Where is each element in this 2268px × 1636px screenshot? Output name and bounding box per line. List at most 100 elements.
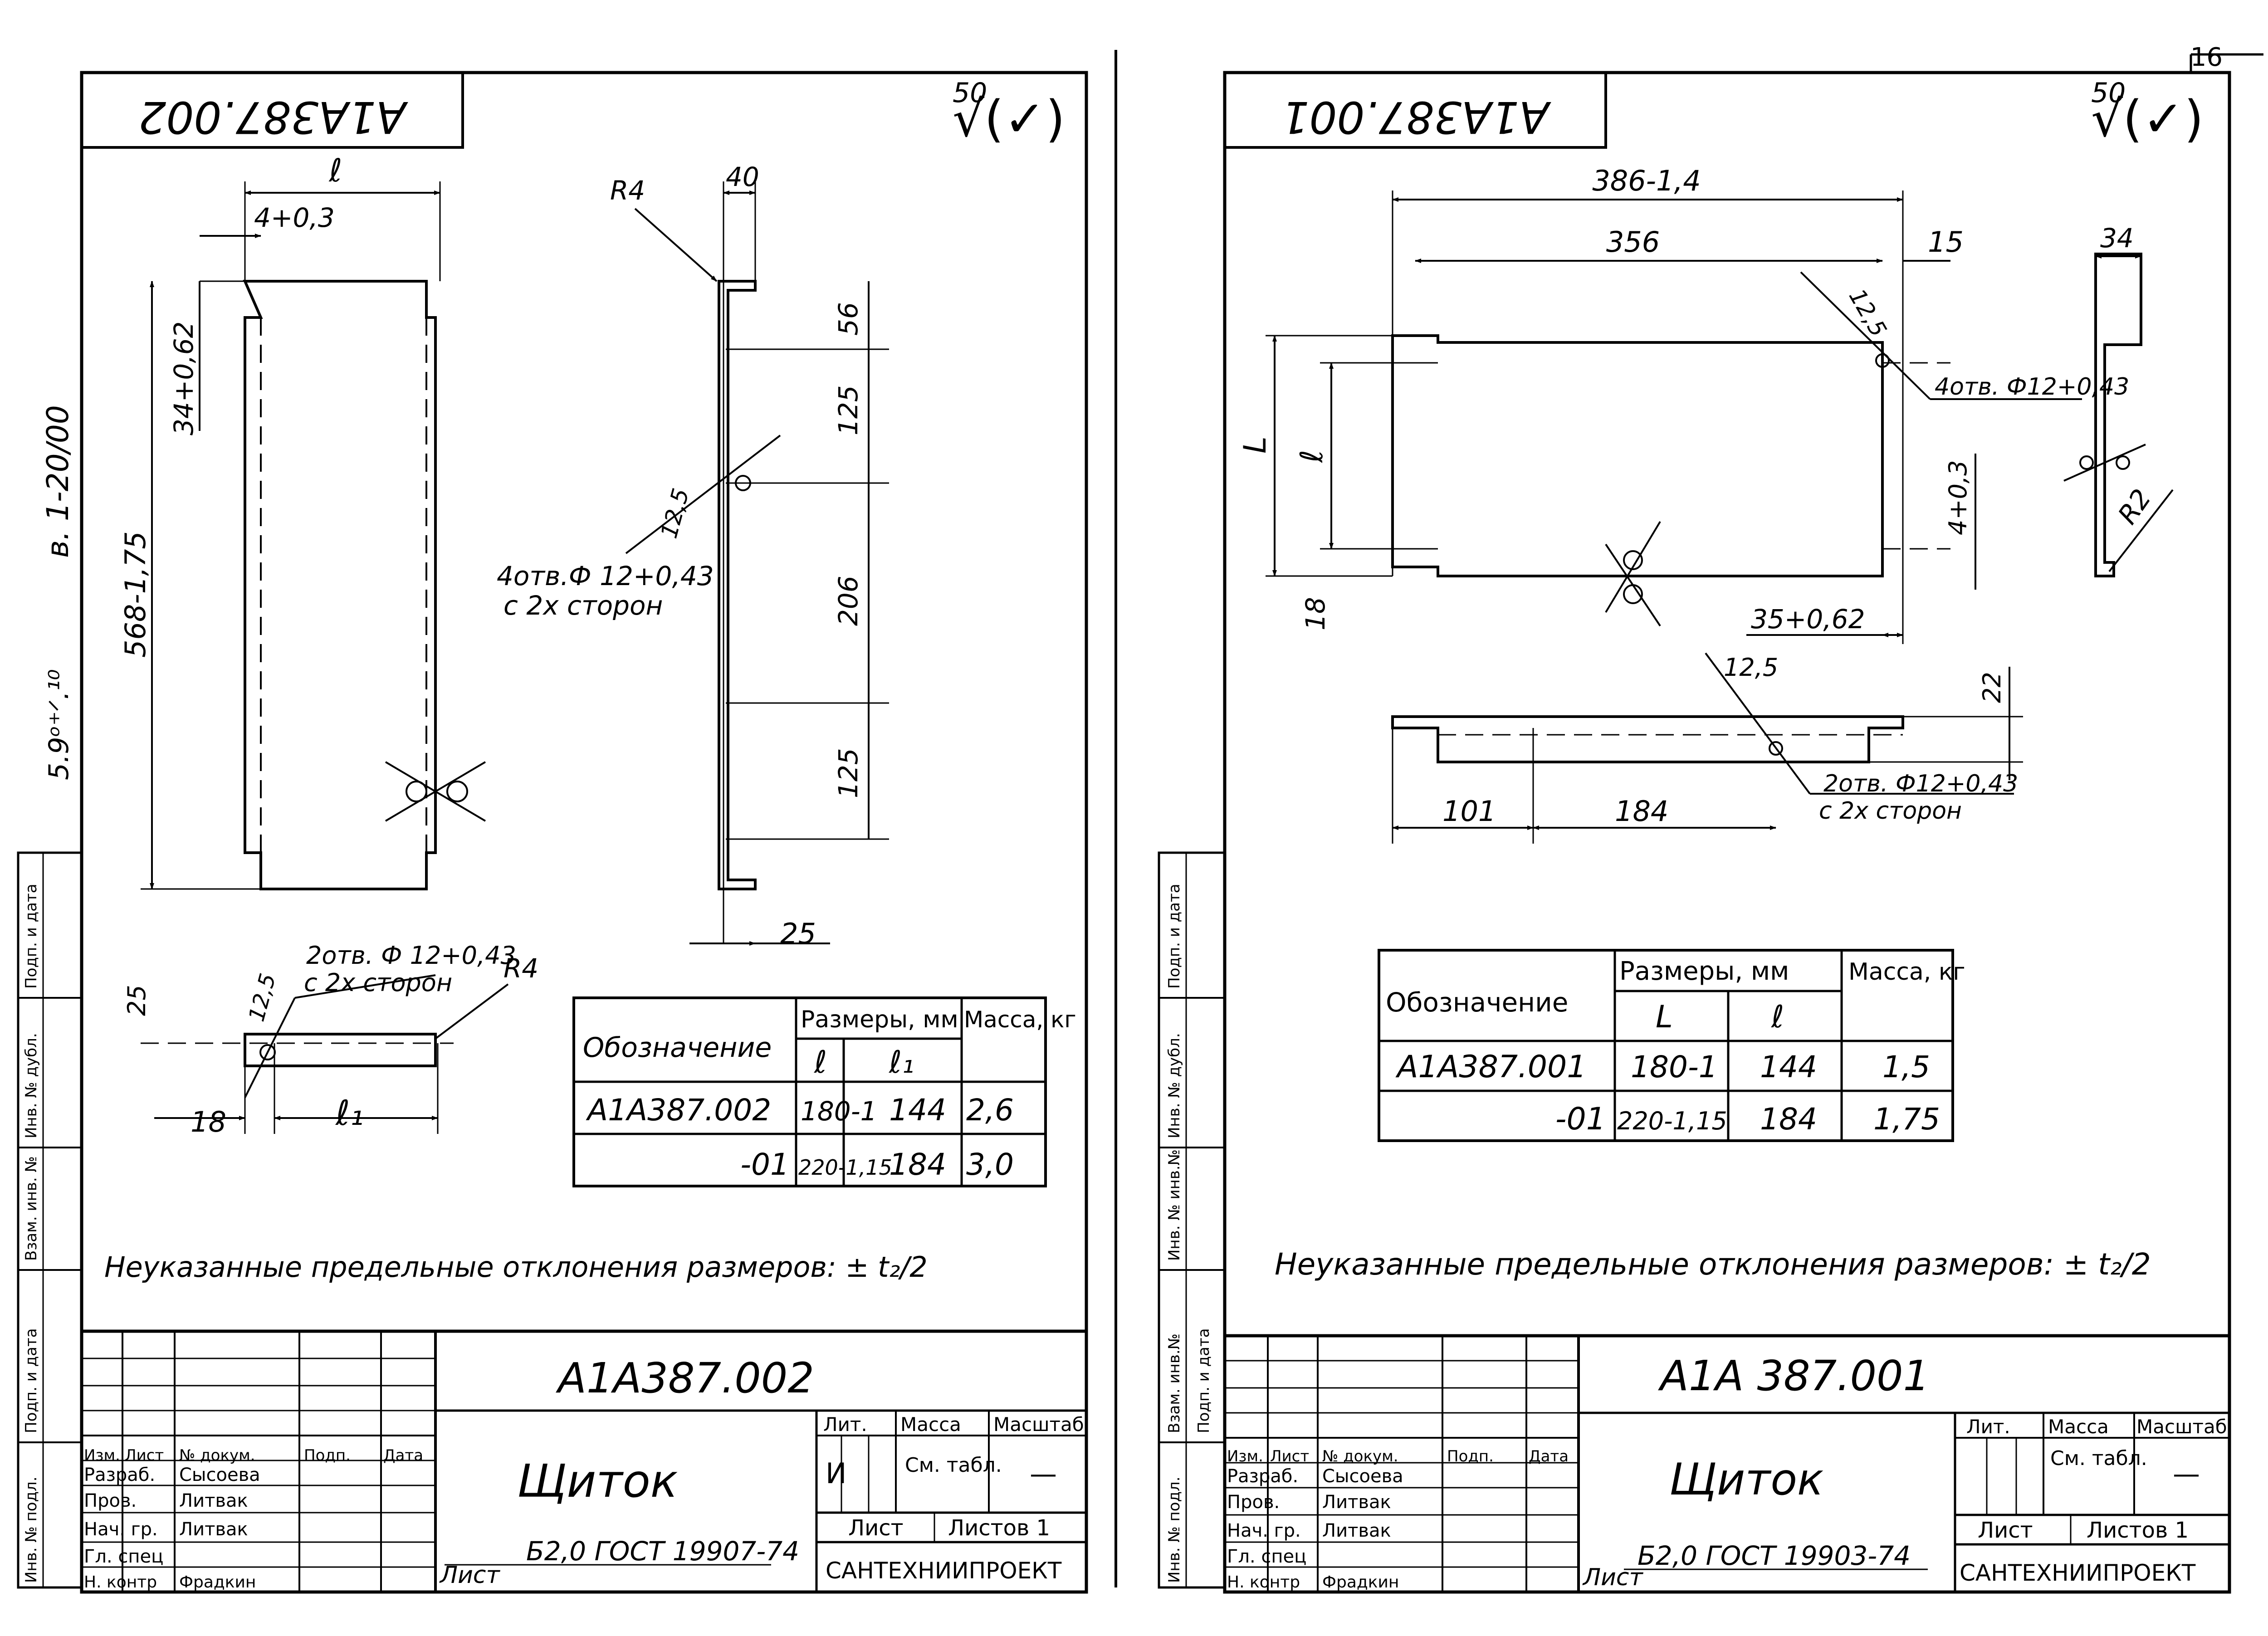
- left-table-r1-l: 180-1: [801, 1096, 877, 1127]
- right-dim-15-label: 15: [1928, 225, 1964, 259]
- right-mirrored-code: А1А387.001: [1281, 92, 1551, 142]
- left-tb-name-2: Литвак: [179, 1490, 248, 1511]
- right-table-col-l: ℓ: [1771, 999, 1784, 1035]
- left-table-r2-l: 220-1,15: [798, 1155, 892, 1180]
- right-tb-org: САНТЕХНИИПРОЕКТ: [1960, 1560, 2196, 1586]
- left-tb-scale: Масштаб: [993, 1413, 1084, 1436]
- left-dim-l: ℓ: [329, 152, 342, 189]
- right-tb-role-1: Разраб.: [1227, 1466, 1298, 1487]
- left-table-r2-l1: 184: [889, 1147, 946, 1182]
- right-hole-leader: [1800, 271, 1931, 400]
- right-tb-designation: А1А 387.001: [1658, 1352, 1930, 1400]
- left-frame: [80, 71, 1088, 1594]
- right-stamp-2: Инв. № дубл.: [1165, 1033, 1183, 1138]
- left-sheet: [17, 50, 1117, 1594]
- left-roughness-value: 50: [953, 77, 987, 109]
- left-table-col-l1: ℓ₁: [889, 1045, 914, 1080]
- left-tb-name-3: Литвак: [179, 1519, 248, 1540]
- left-tb-designation: А1А387.002: [556, 1354, 814, 1402]
- right-tb-name-1: Сысоева: [1322, 1466, 1403, 1487]
- left-margin-code: 5.9ᵒ⁺ᐟ.¹⁰: [43, 669, 75, 780]
- right-dim-notch-h-label: 4+0,3: [1944, 460, 1972, 535]
- right-stamps-strip: [1158, 851, 1226, 1589]
- left-table-r1-mass: 2,6: [966, 1093, 1014, 1128]
- left-mirrored-code: А1А387.002: [138, 92, 408, 142]
- right-bottom-view: [1391, 715, 1904, 763]
- left-tb-h-izm: Изм.: [84, 1446, 120, 1465]
- right-tb-lit: Лит.: [1966, 1416, 2010, 1438]
- right-bottom-hole: [1769, 741, 1783, 756]
- right-code-box: [1223, 71, 1607, 149]
- right-table-r1-mass: 1,5: [1882, 1050, 1930, 1084]
- left-stamp-5: Инв. № подл.: [22, 1476, 40, 1583]
- left-table-r2-designation: -01: [740, 1147, 789, 1182]
- right-radius-leader: [2108, 489, 2174, 572]
- right-table-col-designation: Обозначение: [1386, 987, 1568, 1018]
- left-sheet-text: А1А387.002 50 √(✓) ℓ 4+0,3 34+0,62 568-1…: [22, 77, 1084, 1592]
- right-table-r2-L: 220-1,15: [1617, 1107, 1727, 1135]
- left-tb-scale-value: —: [1030, 1458, 1057, 1490]
- left-dim-total: 568-1,75: [119, 531, 152, 658]
- right-side-hole-x: [2063, 444, 2146, 482]
- left-table-col-l: ℓ: [814, 1045, 827, 1080]
- left-tb-org: САНТЕХНИИПРОЕКТ: [826, 1558, 1062, 1584]
- right-dim-overall-label: 386-1,4: [1592, 164, 1701, 197]
- right-roughness-value: 50: [2091, 77, 2126, 109]
- left-code-box: [80, 71, 464, 149]
- right-stamp-6: Инв. № подл.: [1165, 1476, 1183, 1583]
- right-tb-material: Б2,0 ГОСТ 19903-74: [1637, 1540, 1911, 1571]
- left-tb-role-3: Нач. гр.: [84, 1519, 158, 1540]
- left-radius-leader: [634, 208, 718, 282]
- left-table-r1-l1: 144: [889, 1093, 946, 1128]
- right-tb-name-5: Фрадкин: [1322, 1573, 1399, 1592]
- left-table-r2-mass: 3,0: [966, 1147, 1014, 1182]
- right-note: Неуказанные предельные отклонения размер…: [1275, 1247, 2151, 1282]
- left-tb-role-2: Пров.: [84, 1490, 137, 1511]
- right-side-hole-b: [2116, 455, 2130, 470]
- left-dim-r4: R4: [610, 175, 645, 206]
- left-bottom-l1: ℓ₁: [335, 1093, 364, 1133]
- left-bottom-hole-1: 2отв. Ф 12+0,43: [306, 941, 516, 970]
- left-tb-h-podp: Подп.: [304, 1446, 351, 1465]
- right-side-hole-a: [2079, 455, 2094, 470]
- left-hole-leader-2: [385, 761, 486, 822]
- right-dim-notch-w-label: 35+0,62: [1751, 604, 1865, 635]
- right-table-col-sizes: Размеры, мм: [1619, 957, 1789, 986]
- left-side-view: [718, 280, 757, 890]
- right-table-r2-l: 184: [1760, 1102, 1817, 1137]
- left-side-hole-leader: [625, 435, 781, 554]
- right-tb-mass-value: См. табл.: [2050, 1447, 2147, 1470]
- right-table-r1-L: 180-1: [1631, 1050, 1718, 1084]
- page-number: 16: [2190, 43, 2223, 72]
- left-hole-note-1: 4отв.Ф 12+0,43: [497, 561, 714, 591]
- left-tb-h-list: Лист: [125, 1446, 164, 1465]
- left-bottom-radius-leader: [435, 983, 509, 1040]
- right-stamp-4: Взам. инв.№: [1165, 1333, 1183, 1433]
- left-dim-notch-w: 4+0,3: [254, 202, 335, 233]
- right-tb-h-date: Дата: [1529, 1447, 1569, 1465]
- left-table-r1-designation: А1А387.002: [586, 1093, 771, 1128]
- right-tb-material-prefix: Лист: [1582, 1564, 1643, 1591]
- left-dim-notch-h: 34+0,62: [168, 321, 199, 435]
- right-dim-l-label: ℓ: [1294, 450, 1330, 463]
- right-stamp-1: Подп. и дата: [1165, 884, 1183, 989]
- left-tb-name-5: Фрадкин: [179, 1573, 256, 1592]
- right-tb-h-podp: Подп.: [1447, 1447, 1494, 1465]
- left-tb-mass: Масса: [900, 1413, 961, 1436]
- right-tb-mass: Масса: [2048, 1416, 2109, 1438]
- left-stamp-3: Взам. инв. №: [22, 1156, 40, 1261]
- right-roughness-symbol: √(✓): [2091, 90, 2204, 148]
- left-tb-name: Щиток: [517, 1455, 678, 1508]
- left-tb-sheets: Листов 1: [948, 1515, 1050, 1541]
- right-dim-inner-label: 356: [1606, 225, 1660, 259]
- right-side-view: [2094, 253, 2142, 577]
- right-tb-sheet: Лист: [1978, 1518, 2033, 1543]
- left-tb-lit: Лит.: [823, 1413, 867, 1436]
- left-bottom-18: 18: [191, 1105, 226, 1138]
- right-stamp-3: Инв. № инв.№: [1165, 1149, 1183, 1261]
- left-side-hole: [735, 475, 751, 491]
- left-dim-206: 206: [833, 576, 864, 626]
- right-tb-sheets: Листов 1: [2087, 1518, 2189, 1543]
- left-plate-hidden-lines: [260, 317, 427, 853]
